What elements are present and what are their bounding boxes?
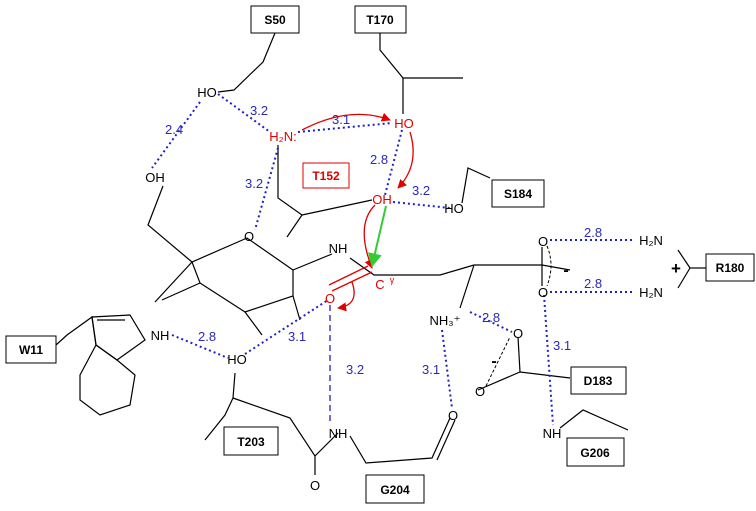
residue-t203: T203 (223, 426, 279, 456)
covalent-bonds (55, 32, 706, 475)
atom-oh-t152: OH (372, 192, 392, 207)
svg-text:T152: T152 (312, 169, 340, 183)
distance-label: 2.4 (165, 122, 183, 137)
atom-nh-g206: NH (543, 426, 562, 441)
svg-text:T203: T203 (237, 435, 265, 449)
atom-nh3: NH₃⁺ (430, 313, 461, 328)
atom-g204-o: O (448, 408, 458, 423)
residue-t170: T170 (354, 5, 407, 34)
atom-carbonyl-o: O (325, 291, 335, 306)
distance-label: 3.1 (422, 362, 440, 377)
svg-text:S50: S50 (264, 13, 286, 27)
atom-nh-g204: NH (329, 426, 348, 441)
atom-o-t203-backbone: O (310, 478, 320, 493)
atom-h2n: H₂N: (269, 129, 296, 144)
svg-text:D183: D183 (584, 374, 613, 388)
distance-label: 3.1 (332, 112, 350, 127)
distance-labels: 2.4 3.2 3.1 3.2 2.8 3.2 2.8 2.8 2.8 2.8 … (165, 103, 602, 377)
residue-s50: S50 (250, 5, 300, 34)
distance-label: 3.2 (245, 176, 263, 191)
atom-d183-o-top: O (513, 326, 523, 341)
residue-s184: S184 (491, 179, 545, 208)
atom-nh-amide: NH (329, 241, 348, 256)
hydrogen-bonds (151, 93, 632, 426)
distance-label: 2.8 (584, 276, 602, 291)
svg-text:T170: T170 (366, 13, 394, 27)
distance-label: 3.2 (250, 103, 268, 118)
atom-carboxylate-o-bottom: O (538, 285, 548, 300)
atom-ring-o: O (244, 229, 254, 244)
atom-oh-sugar: OH (145, 170, 165, 185)
atom-ho-t170: HO (394, 116, 414, 131)
svg-text:R180: R180 (716, 261, 745, 275)
residue-r180: R180 (705, 253, 755, 282)
distance-label: 2.8 (482, 310, 500, 325)
residue-t152: T152 (302, 162, 350, 189)
residue-d183: D183 (570, 366, 627, 395)
charge-plus: + (671, 259, 681, 278)
distance-label: 2.8 (584, 225, 602, 240)
distance-label: 3.1 (553, 338, 571, 353)
svg-text:G204: G204 (380, 483, 410, 497)
atom-d183-o-bottom: O (475, 384, 485, 399)
atom-h2n-bottom: H₂N (639, 285, 663, 300)
svg-text:G206: G206 (580, 446, 610, 460)
nucleophilic-attack-arrow (368, 205, 387, 268)
residue-g204: G204 (365, 474, 425, 504)
svg-text:S184: S184 (504, 187, 532, 201)
residue-g206: G206 (566, 437, 625, 467)
catalytic-bonds (328, 265, 373, 292)
atom-labels: HO H₂N: HO OH OH HO O NH C γ O NH₃⁺ O O … (145, 85, 681, 493)
charge-minus-2: - (491, 353, 496, 370)
atom-ho-s50: HO (197, 85, 217, 100)
distance-label: 2.8 (198, 329, 216, 344)
atom-carboxylate-o-top: O (538, 234, 548, 249)
svg-text:W11: W11 (19, 343, 43, 357)
atom-h2n-top: H₂N (639, 233, 663, 248)
atom-ho-s184: HO (444, 201, 464, 216)
distance-label: 2.8 (370, 152, 388, 167)
distance-label: 3.1 (288, 329, 306, 344)
charge-minus-1: - (563, 262, 568, 279)
atom-c-gamma: C (375, 277, 384, 292)
distance-label: 3.2 (412, 183, 430, 198)
residue-w11: W11 (5, 335, 57, 364)
atom-gamma: γ (390, 275, 395, 285)
atom-nh-w11: NH (151, 328, 170, 343)
distance-label: 3.2 (346, 362, 364, 377)
atom-ho-t203: HO (227, 352, 247, 367)
